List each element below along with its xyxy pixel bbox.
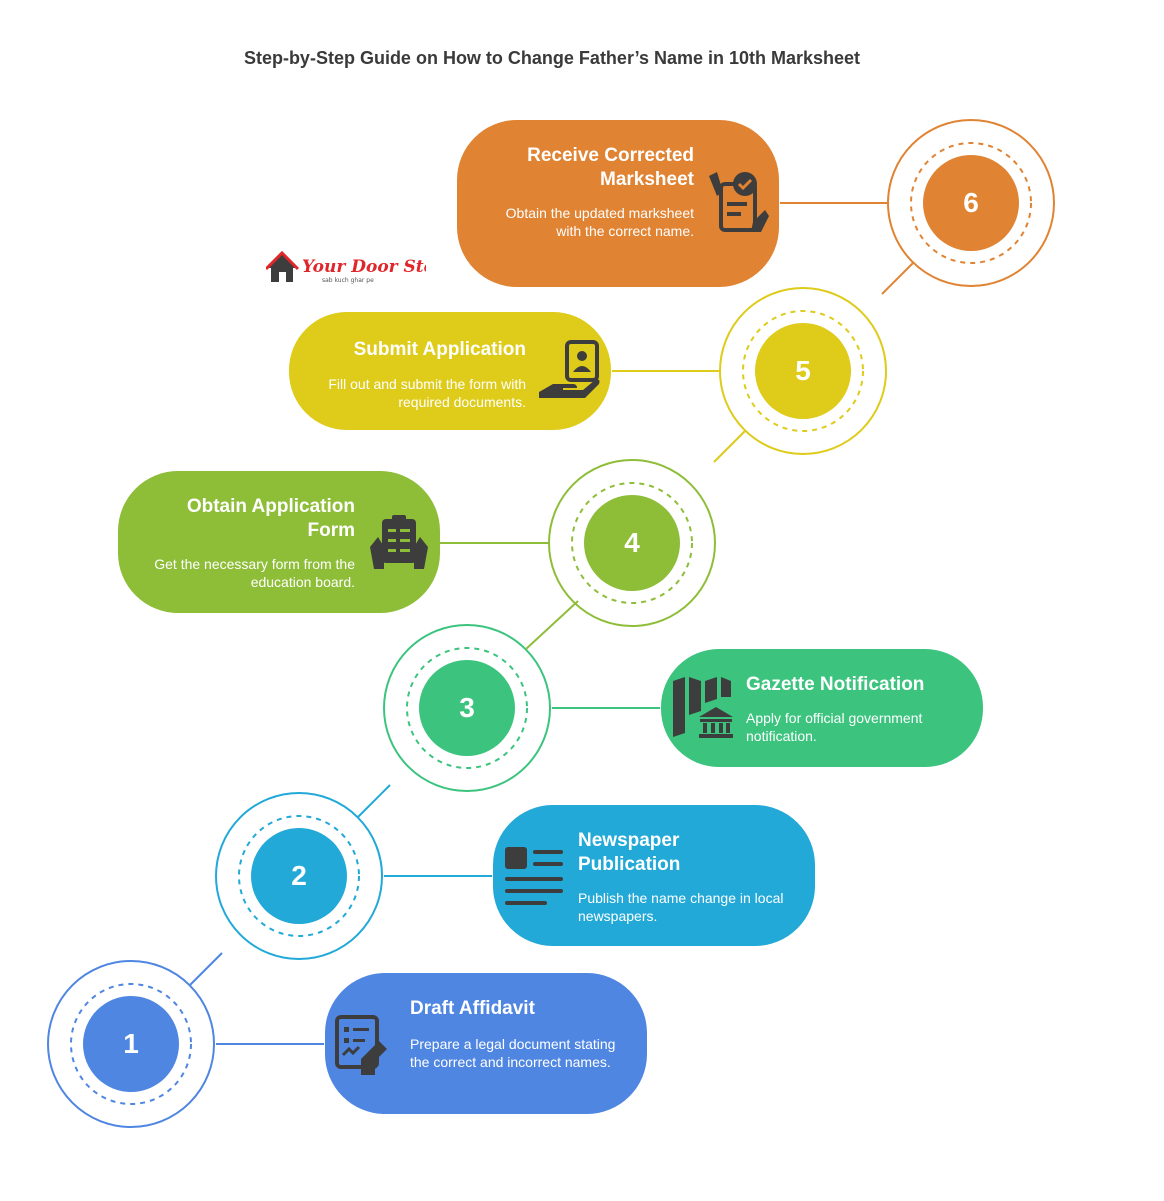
step-1-number: 1 — [83, 996, 179, 1092]
gazette-government-icon — [673, 677, 733, 738]
step-3-title: Gazette Notification — [746, 674, 925, 695]
step-1-dashed-ring — [70, 983, 192, 1105]
step-3-card: Gazette Notification Apply for official … — [661, 649, 983, 767]
step-1-card: Draft Affidavit Prepare a legal document… — [325, 973, 647, 1114]
step-4-dashed-ring — [571, 482, 693, 604]
step-4-number: 4 — [584, 495, 680, 591]
brand-logo: Your Door Step sab kuch ghar pe — [264, 248, 446, 288]
step-5-card: Submit Application Fill out and submit t… — [289, 312, 611, 430]
step-5-dashed-ring — [742, 310, 864, 432]
logo-wordmark: Your Door Step — [302, 257, 426, 277]
step-1-outer-ring — [47, 960, 215, 1128]
step-3-number: 3 — [419, 660, 515, 756]
step-6-dashed-ring — [910, 142, 1032, 264]
step-6-number: 6 — [923, 155, 1019, 251]
step-2-dashed-ring — [238, 815, 360, 937]
step-3-4-link — [525, 600, 579, 650]
page-title: Step-by-Step Guide on How to Change Fath… — [243, 48, 861, 68]
step-2-3-link — [357, 784, 391, 818]
checklist-hand-icon — [709, 172, 769, 232]
clipboard-form-icon — [370, 515, 428, 569]
step-5-description: Fill out and submit the form with requir… — [328, 376, 526, 410]
logo-tagline: sab kuch ghar pe — [322, 277, 374, 284]
affidavit-signing-icon — [335, 1015, 387, 1075]
step-6-description: Obtain the updated marksheet with the co… — [505, 205, 694, 239]
step-1-description: Prepare a legal document stating the cor… — [410, 1036, 616, 1070]
step-3-description: Apply for official government notificati… — [746, 710, 923, 744]
step-5-title: Submit Application — [353, 339, 526, 360]
step-2-outer-ring — [215, 792, 383, 960]
step-2-description: Publish the name change in local newspap… — [578, 890, 784, 924]
step-1-title: Draft Affidavit — [410, 998, 535, 1019]
step-3-dashed-ring — [406, 647, 528, 769]
step-1-2-link — [189, 952, 223, 986]
step-6-card: Receive Corrected Marksheet Obtain the u… — [457, 120, 779, 287]
step-2-card: Newspaper Publication Publish the name c… — [493, 805, 815, 946]
step-4-5-link — [713, 429, 747, 463]
step-4-description: Get the necessary form from the educatio… — [154, 556, 355, 590]
step-4-card: Obtain Application Form Get the necessar… — [118, 471, 440, 613]
house-logo-icon — [264, 250, 300, 282]
step-2-title: Newspaper Publication — [578, 830, 681, 875]
step-6-title: Receive Corrected Marksheet — [527, 145, 694, 190]
step-5-number: 5 — [755, 323, 851, 419]
step-4-outer-ring — [548, 459, 716, 627]
step-3-outer-ring — [383, 624, 551, 792]
step-4-title: Obtain Application Form — [186, 496, 355, 541]
step-2-number: 2 — [251, 828, 347, 924]
hand-document-icon — [539, 340, 600, 398]
step-5-6-link — [881, 261, 915, 295]
newspaper-icon — [505, 847, 563, 905]
